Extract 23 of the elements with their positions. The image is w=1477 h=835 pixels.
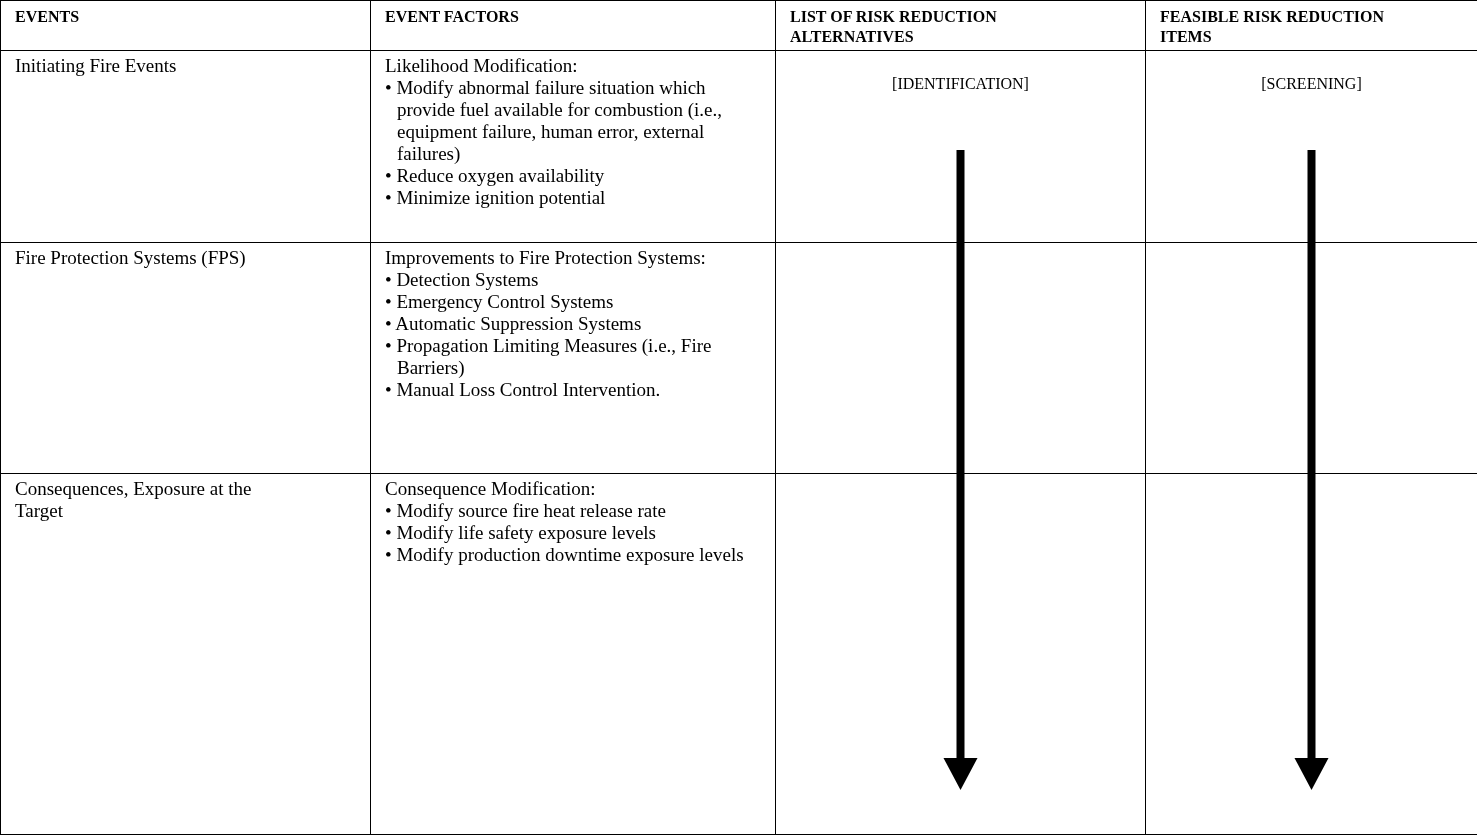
- column-header: EVENT FACTORS: [385, 7, 519, 27]
- bullet-item: • Emergency Control Systems: [385, 291, 615, 313]
- bullet-item: • Minimize ignition potential: [385, 187, 607, 209]
- column-header: EVENTS: [15, 7, 80, 27]
- column-header: LIST OF RISK REDUCTION ALTERNATIVES: [790, 7, 998, 47]
- bullet-item: • Modify production downtime exposure levels: [385, 544, 745, 566]
- list-heading: Improvements to Fire Protection Systems:: [385, 247, 707, 269]
- bullet-item: • Manual Loss Control Intervention.: [385, 379, 662, 401]
- column-header: FEASIBLE RISK REDUCTION ITEMS: [1160, 7, 1386, 47]
- row-label: Consequences, Exposure at the Target: [15, 478, 253, 522]
- bullet-item: • Detection Systems: [385, 269, 540, 291]
- list-heading: Likelihood Modification:: [385, 55, 579, 77]
- stage-label: [SCREENING]: [1260, 74, 1363, 94]
- bullet-item: • Reduce oxygen availability: [385, 165, 606, 187]
- stage-label: [IDENTIFICATION]: [891, 74, 1030, 94]
- row-label: Fire Protection Systems (FPS): [15, 247, 247, 269]
- bullet-item: • Modify abnormal failure situation which provide fuel available for combustion (i.e., equipment failure, human error, external failures): [385, 77, 723, 165]
- bullet-item: • Propagation Limiting Measures (i.e., Fire Barriers): [385, 335, 713, 379]
- list-heading: Consequence Modification:: [385, 478, 597, 500]
- row-label: Initiating Fire Events: [15, 55, 178, 77]
- bullet-item: • Modify source fire heat release rate: [385, 500, 667, 522]
- bullet-item: • Automatic Suppression Systems: [385, 313, 643, 335]
- bullet-item: • Modify life safety exposure levels: [385, 522, 657, 544]
